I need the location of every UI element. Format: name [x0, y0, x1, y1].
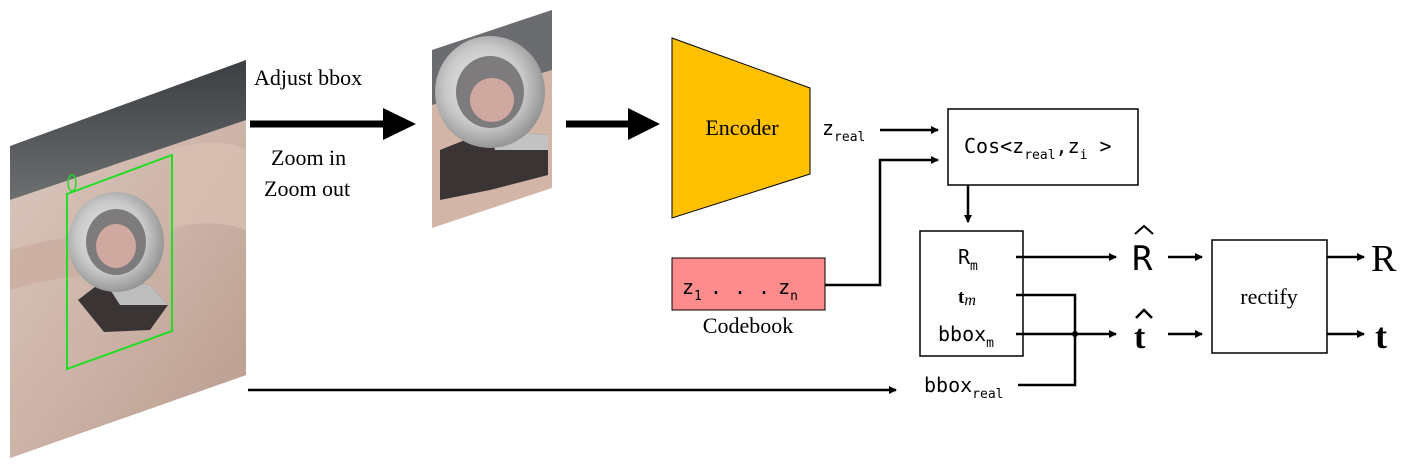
lookup-box: Rm tm bboxm	[919, 230, 1024, 357]
encoder-label: Encoder	[705, 115, 779, 140]
svg-text:z1. . .zn: z1. . .zn	[682, 275, 798, 304]
tm-connector	[1016, 293, 1077, 387]
t-m-label: tm	[958, 287, 976, 309]
svg-text:t: t	[1134, 319, 1146, 356]
t-hat-symbol: t	[1134, 308, 1153, 356]
t-output: t	[1375, 316, 1387, 356]
adjust-bbox-label: Adjust bbox	[254, 65, 362, 90]
thick-arrow-2	[566, 108, 660, 140]
rectify-label: rectify	[1240, 284, 1297, 309]
bbox-real-label: bboxreal	[924, 373, 1003, 402]
codebook-label: Codebook	[703, 313, 793, 338]
cropped-photo	[432, 10, 552, 228]
bbox-outline	[66, 153, 173, 371]
input-photo	[10, 60, 246, 458]
svg-text:zreal: zreal	[822, 116, 865, 145]
encoder-block: Encoder	[671, 37, 811, 219]
bbox-m-label: bboxm	[938, 322, 994, 351]
nut-object	[68, 192, 168, 332]
r-output: R	[1371, 238, 1397, 280]
cosine-similarity-box: Cos<zreal,zi >	[947, 108, 1139, 186]
zoom-in-label: Zoom in	[271, 145, 346, 170]
r-m-label: Rm	[958, 245, 978, 274]
thick-arrow-1	[250, 108, 416, 140]
codebook-block: z1. . .zn Codebook	[671, 257, 826, 338]
arrow-codebook-to-cos	[825, 156, 939, 287]
svg-text:R: R	[1132, 239, 1153, 279]
svg-text:Cos<zreal,zi >: Cos<zreal,zi >	[964, 134, 1112, 163]
z-real-label: zreal	[822, 116, 865, 145]
zoom-out-label: Zoom out	[264, 176, 350, 201]
rectify-box: rectify	[1211, 239, 1328, 354]
r-hat-symbol: R	[1132, 224, 1154, 279]
